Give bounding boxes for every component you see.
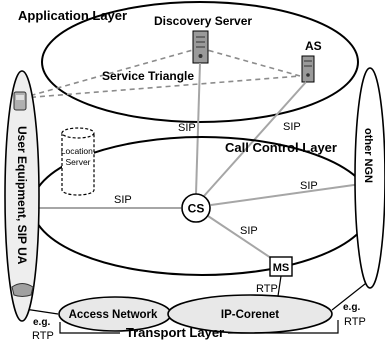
call-control-layer-label: Call Control Layer [225,140,337,155]
other-ngn-label: other NGN [362,128,374,183]
sip-label-ms: SIP [240,225,258,237]
service-triangle-label: Service Triangle [102,69,194,83]
location-server-line-1: Location [61,146,93,156]
access-network-label: Access Network [69,309,158,321]
transport-layer-label: Transport Layer [126,325,224,340]
rtp-right-prefix: e.g. [343,302,360,313]
discovery-server-label: Discovery Server [154,14,252,28]
as-server-icon [301,55,315,83]
sip-label-ds: SIP [178,122,196,134]
rtp-left-label: RTP [32,330,54,342]
as-label: AS [305,39,322,53]
location-server-line-2: Server [65,157,90,167]
sip-link-cs-ngn [210,182,369,206]
sip-label-as: SIP [283,121,301,133]
location-server-cylinder [61,127,95,196]
location-server-label: Location Server [61,146,96,167]
rtp-left-prefix: e.g. [33,317,50,328]
ms-label: MS [273,262,290,274]
application-layer-ellipse [41,1,359,123]
user-equipment-ellipse [4,70,40,322]
ip-corenet-label: IP-Corenet [221,309,279,321]
cs-label: CS [188,202,205,216]
phone-icon [13,91,27,111]
other-ngn-ellipse [354,67,385,289]
rtp-right-label: RTP [344,316,366,328]
user-equipment-label: User Equipment, SIP UA [15,126,29,265]
sip-label-left: SIP [114,194,132,206]
service-triangle [21,47,301,99]
discovery-server-icon [192,30,209,64]
sip-link-as-cs [203,81,307,197]
pda-icon [11,283,34,297]
cs-node [181,193,211,223]
application-layer-label: Application Layer [18,8,127,23]
rtp-label-ms: RTP [256,283,278,295]
ms-rtp-link [277,275,282,297]
sip-label-right: SIP [300,180,318,192]
sip-link-ds-cs [195,62,201,195]
sip-link-cs-ms [207,215,272,259]
